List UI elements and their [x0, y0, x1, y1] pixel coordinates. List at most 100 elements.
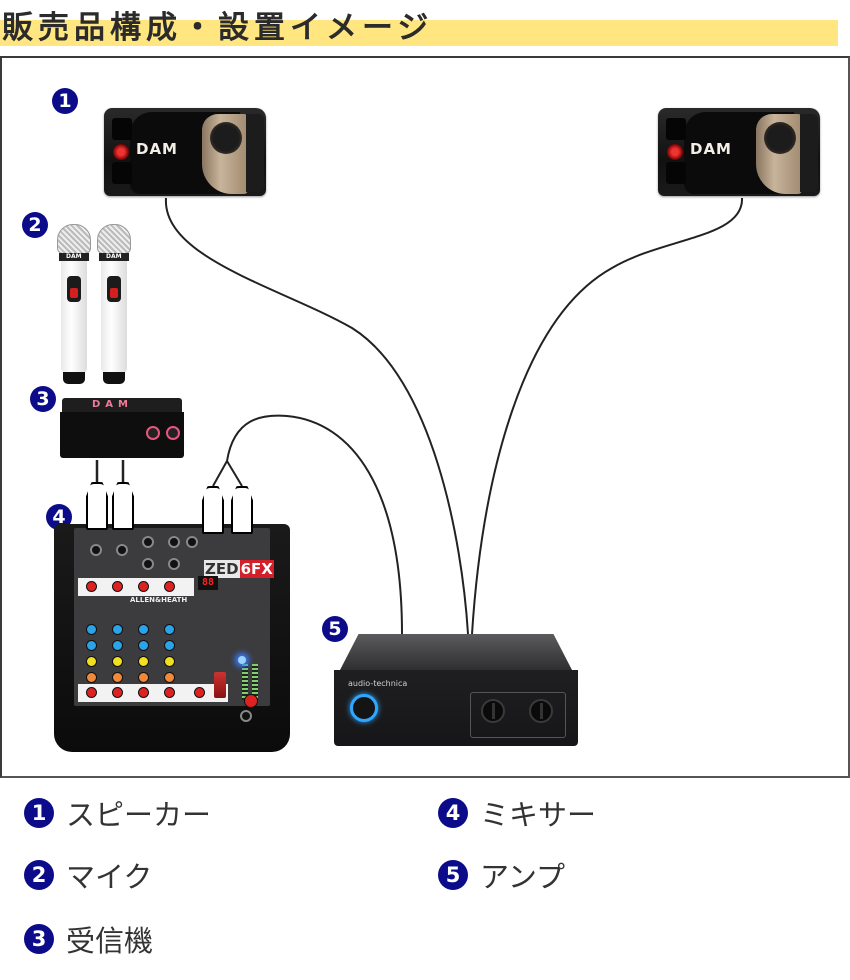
badge-5: 5: [438, 860, 468, 890]
speaker-emblem-icon: [113, 144, 129, 160]
legend-item: 5 アンプ: [438, 854, 565, 896]
speaker-volume-panel: [470, 692, 566, 738]
legend-label: アンプ: [480, 860, 565, 894]
mic-end-cap: [103, 372, 125, 384]
receiver: DAM: [60, 398, 184, 458]
legend-item: 4 ミキサー: [438, 792, 596, 834]
speaker-port: [112, 162, 132, 184]
speaker-woofer: [210, 122, 242, 154]
mixer-eq-knob: [164, 640, 175, 651]
installation-diagram: 1 DAM DAM 2 DAM DAM 3: [0, 56, 850, 778]
receiver-knob-icon: [166, 426, 180, 440]
mixer-gain-knob: [86, 581, 97, 592]
mixer-meter: [252, 664, 258, 700]
badge-5: 5: [322, 616, 348, 642]
mixer-eq-knob: [164, 624, 175, 635]
badge-2: 2: [22, 212, 48, 238]
mixer-input-jack: [142, 558, 154, 570]
page-header: 販売品構成・設置イメージ: [0, 0, 850, 52]
mixer-phones-jack: [240, 710, 252, 722]
legend-item: 1 スピーカー: [24, 792, 211, 834]
speaker-port: [666, 162, 686, 184]
cables: [95, 197, 744, 635]
mixer-eq-knob: [138, 624, 149, 635]
mixer-aux-knob: [86, 656, 97, 667]
title-highlight: [0, 20, 838, 46]
cable-speaker-right-to-amp: [471, 197, 744, 635]
mixer-level-knob: [164, 687, 175, 698]
mixer-fx-display: 88: [198, 576, 218, 590]
xlr-plug-out-left: [202, 486, 224, 540]
mixer-input-jack: [168, 558, 180, 570]
receiver-logo: DAM: [92, 399, 133, 410]
amp-front: audio-technica: [334, 670, 578, 746]
mic-band: DAM: [59, 253, 89, 261]
receiver-top: DAM: [62, 398, 182, 412]
mic-grille: [97, 224, 131, 254]
badge-2: 2: [24, 860, 54, 890]
mixer-fx-knob: [112, 672, 123, 683]
microphone-1: DAM: [57, 224, 91, 384]
mixer-level-knob: [112, 687, 123, 698]
legend-label: スピーカー: [66, 798, 212, 832]
badge-1: 1: [52, 88, 78, 114]
amp-top: [340, 634, 572, 670]
mixer-input-jack: [142, 536, 154, 548]
mic-logo: DAM: [66, 253, 82, 260]
cable-mixer-split-right: [226, 460, 243, 487]
mixer-meter: [242, 664, 248, 700]
mixer-aux-knob: [112, 656, 123, 667]
speaker-side: [800, 114, 818, 192]
mixer-level-strip: [78, 684, 228, 702]
power-button-icon: [350, 694, 378, 722]
mixer-level-knob: [86, 687, 97, 698]
volume-knob-left: [481, 699, 505, 723]
cable-speaker-left-to-amp: [164, 197, 469, 635]
badge-1: 1: [24, 798, 54, 828]
legend-item: 3 受信機: [24, 918, 153, 960]
mic-logo: DAM: [106, 253, 122, 260]
speaker-port: [112, 118, 132, 140]
mixer-eq-knob: [112, 624, 123, 635]
speaker-woofer: [764, 122, 796, 154]
speaker-logo: DAM: [136, 140, 178, 158]
mixer-phones-knob: [244, 694, 258, 708]
mixer-eq-knob: [86, 640, 97, 651]
mixer-input-jack: [186, 536, 198, 548]
page-title: 販売品構成・設置イメージ: [2, 10, 434, 46]
mixer-input-jack: [116, 544, 128, 556]
mixer-eq-knob: [138, 640, 149, 651]
receiver-front: [60, 412, 184, 458]
mic-grille: [57, 224, 91, 254]
speaker-emblem-icon: [667, 144, 683, 160]
mixer-input-jack: [168, 536, 180, 548]
mixer-gain-knob: [138, 581, 149, 592]
cable-mixer-to-amp: [226, 414, 403, 635]
badge-3: 3: [24, 924, 54, 954]
mixer-eq-knob: [112, 640, 123, 651]
mixer-power-led-icon: [238, 656, 246, 664]
xlr-plug-receiver-1: [86, 482, 108, 536]
mixer-level-knob: [194, 687, 205, 698]
mixer-maker-label: ALLEN&HEATH: [130, 596, 188, 604]
badge-3: 3: [30, 386, 56, 412]
mixer-fx-knob: [86, 672, 97, 683]
speaker-logo: DAM: [690, 140, 732, 158]
mixer-eq-knob: [86, 624, 97, 635]
mixer-input-jack: [90, 544, 102, 556]
mic-power-switch-icon: [107, 276, 121, 302]
amplifier: audio-technica: [334, 634, 578, 746]
mixer-fader: [214, 672, 226, 698]
receiver-knob-icon: [146, 426, 160, 440]
mixer-fx-knob: [138, 672, 149, 683]
microphone-2: DAM: [97, 224, 131, 384]
legend: 1 スピーカー 2 マイク 3 受信機 4 ミキサー 5 アンプ: [0, 778, 850, 980]
speaker-right: DAM: [658, 104, 826, 200]
legend-label: 受信機: [66, 924, 154, 958]
badge-4: 4: [438, 798, 468, 828]
speaker-side: [246, 114, 264, 192]
mixer-gain-knob: [164, 581, 175, 592]
xlr-plug-out-right: [231, 486, 253, 540]
